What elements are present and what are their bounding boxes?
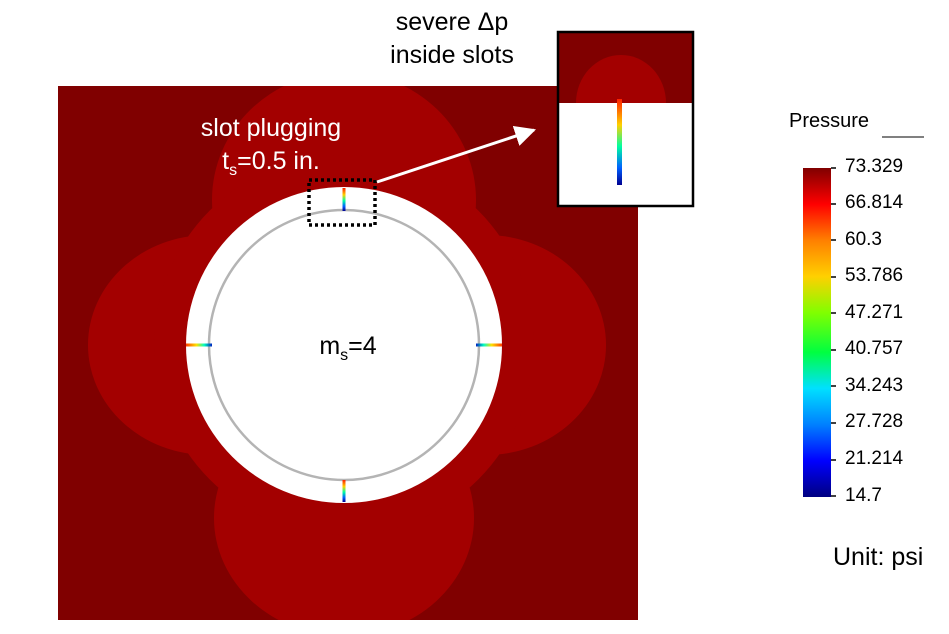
slot-highlight-box (307, 178, 377, 227)
severe-dp-line1: severe Δp (395, 8, 509, 36)
inset-zoom (556, 30, 695, 208)
legend-title: Pressure (789, 110, 870, 132)
tick-label: 53.786 (845, 265, 904, 286)
slot-plugging-label: slot plugging ts=0.5 in. (166, 112, 376, 179)
slot-plugging-line1: slot plugging (200, 114, 342, 142)
slot-top (342, 188, 346, 211)
tick-label: 47.271 (845, 302, 904, 323)
tick-label: 14.7 (845, 485, 882, 506)
tick-label: 27.728 (845, 411, 904, 432)
tick-label: 21.214 (845, 448, 904, 469)
tick-label: 34.243 (845, 375, 904, 396)
severe-dp-label: severe Δp inside slots (360, 6, 544, 72)
callout-arrow (376, 125, 536, 184)
tick-label: 60.3 (845, 229, 882, 250)
colorbar-ticks (831, 167, 836, 497)
inset-slot (617, 99, 622, 185)
tick-label: 66.814 (845, 192, 904, 213)
slot-left (186, 343, 212, 347)
unit-label: Unit: psi (833, 543, 924, 571)
slot-count-label: ms=4 (319, 332, 377, 364)
tick-label: 40.757 (845, 338, 904, 359)
severe-dp-line2: inside slots (390, 41, 514, 69)
slot-right (476, 343, 502, 347)
slot-thickness-line: ts=0.5 in. (222, 147, 320, 179)
colorbar (803, 168, 831, 497)
slot-bottom (342, 480, 346, 502)
tick-label: 73.329 (845, 156, 904, 177)
